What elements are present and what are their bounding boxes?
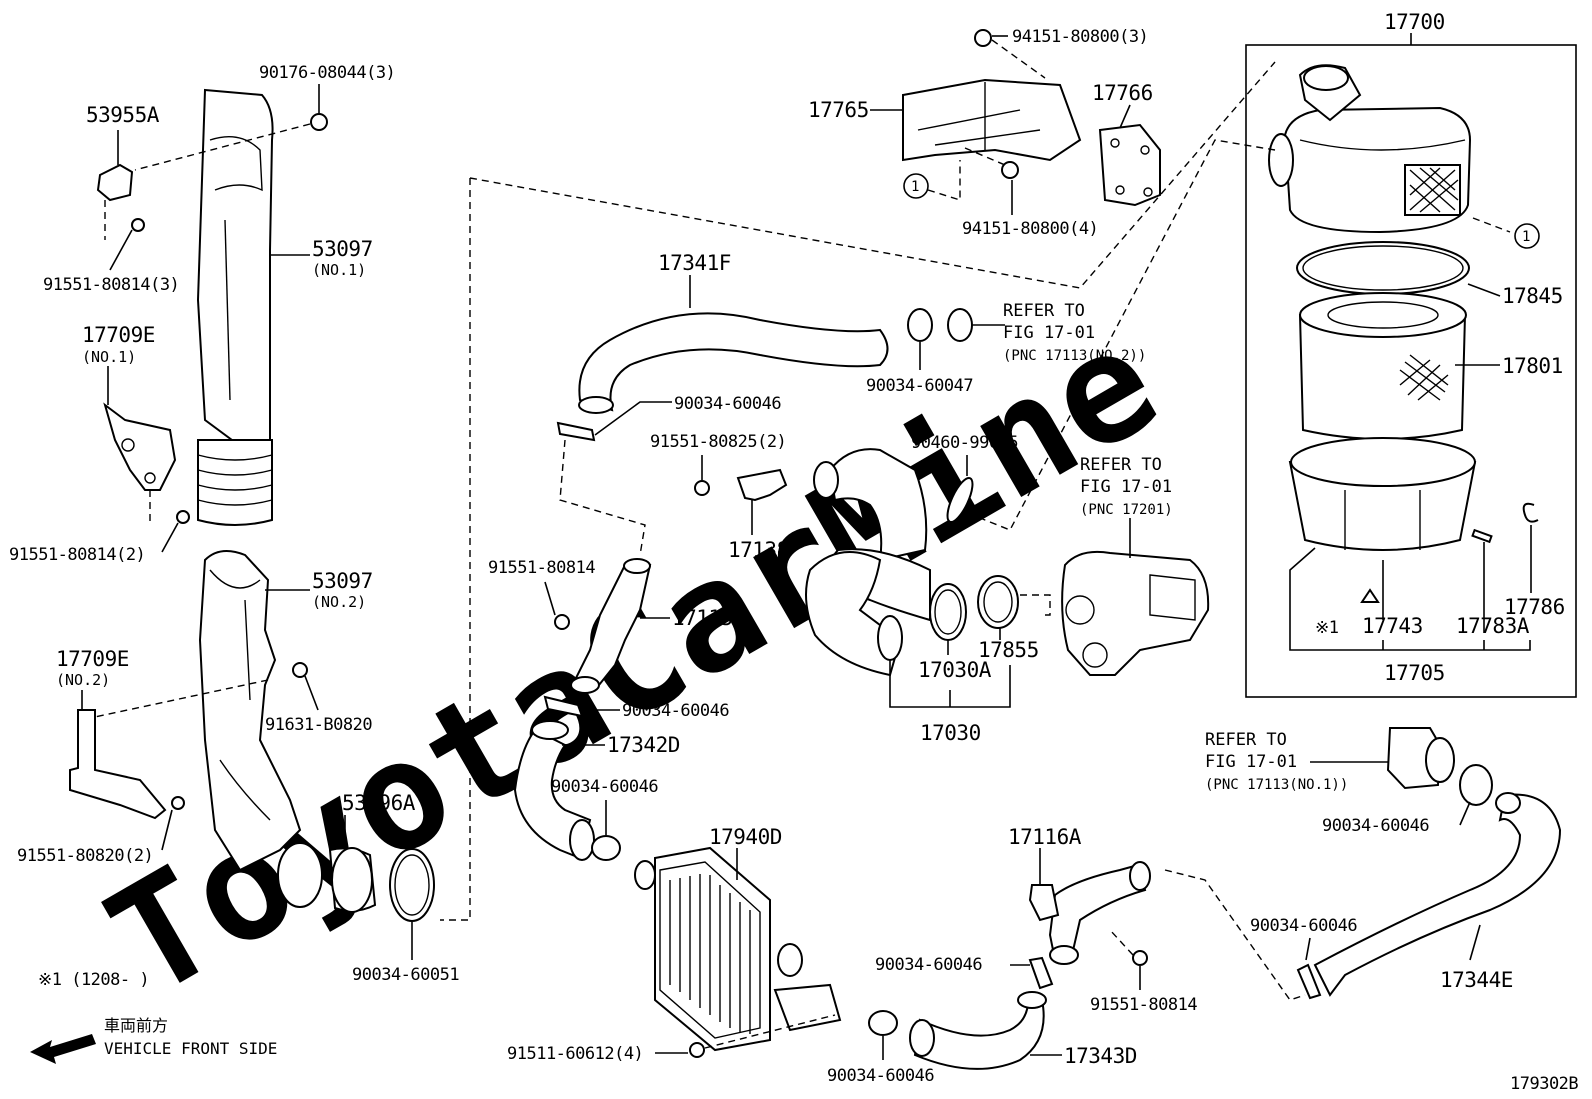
qual-17709E-no1: (NO.1) <box>82 348 136 366</box>
refer2-line2: FIG 17-01 <box>1080 477 1172 497</box>
dust-cup <box>1288 437 1477 551</box>
valve-17743 <box>1360 588 1380 603</box>
label-17705: 17705 <box>1384 661 1445 685</box>
label-17765: 17765 <box>808 98 869 122</box>
label-17940D: 17940D <box>709 825 782 849</box>
label-17709E-no2: 17709E <box>56 647 129 671</box>
label-17855: 17855 <box>978 638 1039 662</box>
hose-17341F <box>578 312 889 414</box>
label-90034-c: 90034-60046 <box>551 777 658 797</box>
qual-17709E-no2: (NO.2) <box>56 671 110 689</box>
label-90034-051: 90034-60051 <box>352 965 459 985</box>
label-53097-no2: 53097 <box>312 569 373 593</box>
label-17743: 17743 <box>1362 614 1423 638</box>
clamp-90460-99005 <box>946 476 974 524</box>
label-91631: 91631-B0820 <box>265 715 372 735</box>
hose-17030-group <box>805 448 931 677</box>
label-17845: 17845 <box>1502 284 1563 308</box>
front-arrow-icon <box>30 1034 96 1064</box>
refer1-line2: FIG 17-01 <box>1003 323 1095 343</box>
label-90034-a: 90034-60046 <box>674 394 781 414</box>
refer1-line3: (PNC 17113(NO.2)) <box>1003 348 1146 364</box>
circle-ref-1a: 1 <box>911 179 919 195</box>
qual-53097-no1: (NO.1) <box>312 261 366 279</box>
label-91551-825: 91551-80825(2) <box>650 432 786 452</box>
clip-17786 <box>1522 502 1539 523</box>
label-17343D: 17343D <box>1064 1044 1137 1068</box>
label-94151-4: 94151-80800(4) <box>962 219 1098 239</box>
label-90034-b: 90034-60046 <box>622 701 729 721</box>
label-94151-3: 94151-80800(3) <box>1012 27 1148 47</box>
label-91551-820: 91551-80820(2) <box>17 846 153 866</box>
label-91551-814b: 91551-80814 <box>1090 995 1197 1015</box>
label-17116A: 17116A <box>1008 825 1082 849</box>
refer1-line1: REFER TO <box>1003 301 1085 321</box>
hose-17344E <box>1313 793 1562 997</box>
label-17030: 17030 <box>920 721 981 745</box>
air-cleaner-cap <box>1268 64 1472 234</box>
bracket-17138 <box>736 468 788 502</box>
label-53955A: 53955A <box>86 103 160 127</box>
label-90176: 90176-08044(3) <box>259 63 395 83</box>
label-90034-f: 90034-60046 <box>875 955 982 975</box>
label-17138: 17138 <box>728 538 789 562</box>
label-91551-2a: 91551-80814(2) <box>9 545 145 565</box>
label-17344E: 17344E <box>1440 968 1513 992</box>
bracket-17709E-no1 <box>103 402 177 491</box>
figure-id: 179302B <box>1510 1074 1578 1094</box>
pin-17783A <box>1471 528 1493 544</box>
label-17115A: 17115A <box>672 606 746 630</box>
refer3-line3: (PNC 17113(NO.1)) <box>1205 777 1348 793</box>
air-cleaner-assembly-group: 17700 17845 17801 <box>1245 10 1577 698</box>
label-17766: 17766 <box>1092 81 1153 105</box>
intercooler-17940D <box>634 846 842 1052</box>
label-17801: 17801 <box>1502 354 1563 378</box>
label-53996A: 53996A <box>342 791 416 815</box>
label-90460: 90460-99005 <box>911 433 1018 453</box>
refer3-line2: FIG 17-01 <box>1205 752 1297 772</box>
qual-53097-no2: (NO.2) <box>312 593 366 611</box>
snorkel-53097-no2 <box>198 550 302 872</box>
label-91551-814a: 91551-80814 <box>488 558 595 578</box>
label-53097-no1: 53097 <box>312 237 373 261</box>
outlet-elbow <box>1386 727 1442 790</box>
label-90034-e: 90034-60046 <box>1250 916 1357 936</box>
label-90034-d: 90034-60046 <box>1322 816 1429 836</box>
turbocharger <box>1061 550 1210 676</box>
footnote: ※1 (1208- ) <box>38 970 149 990</box>
label-90034-047: 90034-60047 <box>866 376 973 396</box>
label-17783A: 17783A <box>1456 614 1530 638</box>
label-17786: 17786 <box>1504 595 1565 619</box>
o-ring-17845 <box>1296 241 1470 295</box>
label-91551-3: 91551-80814(3) <box>43 275 179 295</box>
refer2-line3: (PNC 17201) <box>1080 502 1173 518</box>
bracket-group-17765: 94151-80800(3) 17765 17766 94151-80800(4… <box>808 27 1161 239</box>
mark-17743: ※1 <box>1315 618 1339 638</box>
front-side-en: VEHICLE FRONT SIDE <box>104 1039 277 1058</box>
snorkel-53097-no1 <box>196 88 274 526</box>
label-17342D: 17342D <box>607 733 680 757</box>
front-side-jp: 車両前方 <box>104 1016 168 1035</box>
pipe-17116A <box>1048 863 1147 962</box>
label-17030A: 17030A <box>918 658 992 682</box>
circle-ref-1b: 1 <box>1522 229 1530 245</box>
refer2-line1: REFER TO <box>1080 455 1162 475</box>
label-17709E-no1: 17709E <box>82 323 155 347</box>
refer3-line1: REFER TO <box>1205 730 1287 750</box>
label-17700: 17700 <box>1384 10 1445 34</box>
hose-17342D <box>513 728 592 860</box>
bracket-17709E-no2 <box>69 709 167 820</box>
filter-element-17801 <box>1298 292 1467 440</box>
label-17341F: 17341F <box>658 251 731 275</box>
label-91511: 91511-60612(4) <box>507 1044 643 1064</box>
pipe-17115A <box>573 564 652 692</box>
clamp-90034-60051 <box>389 848 435 922</box>
dashed-guide-top <box>440 178 471 921</box>
label-90034-g: 90034-60046 <box>827 1066 934 1086</box>
